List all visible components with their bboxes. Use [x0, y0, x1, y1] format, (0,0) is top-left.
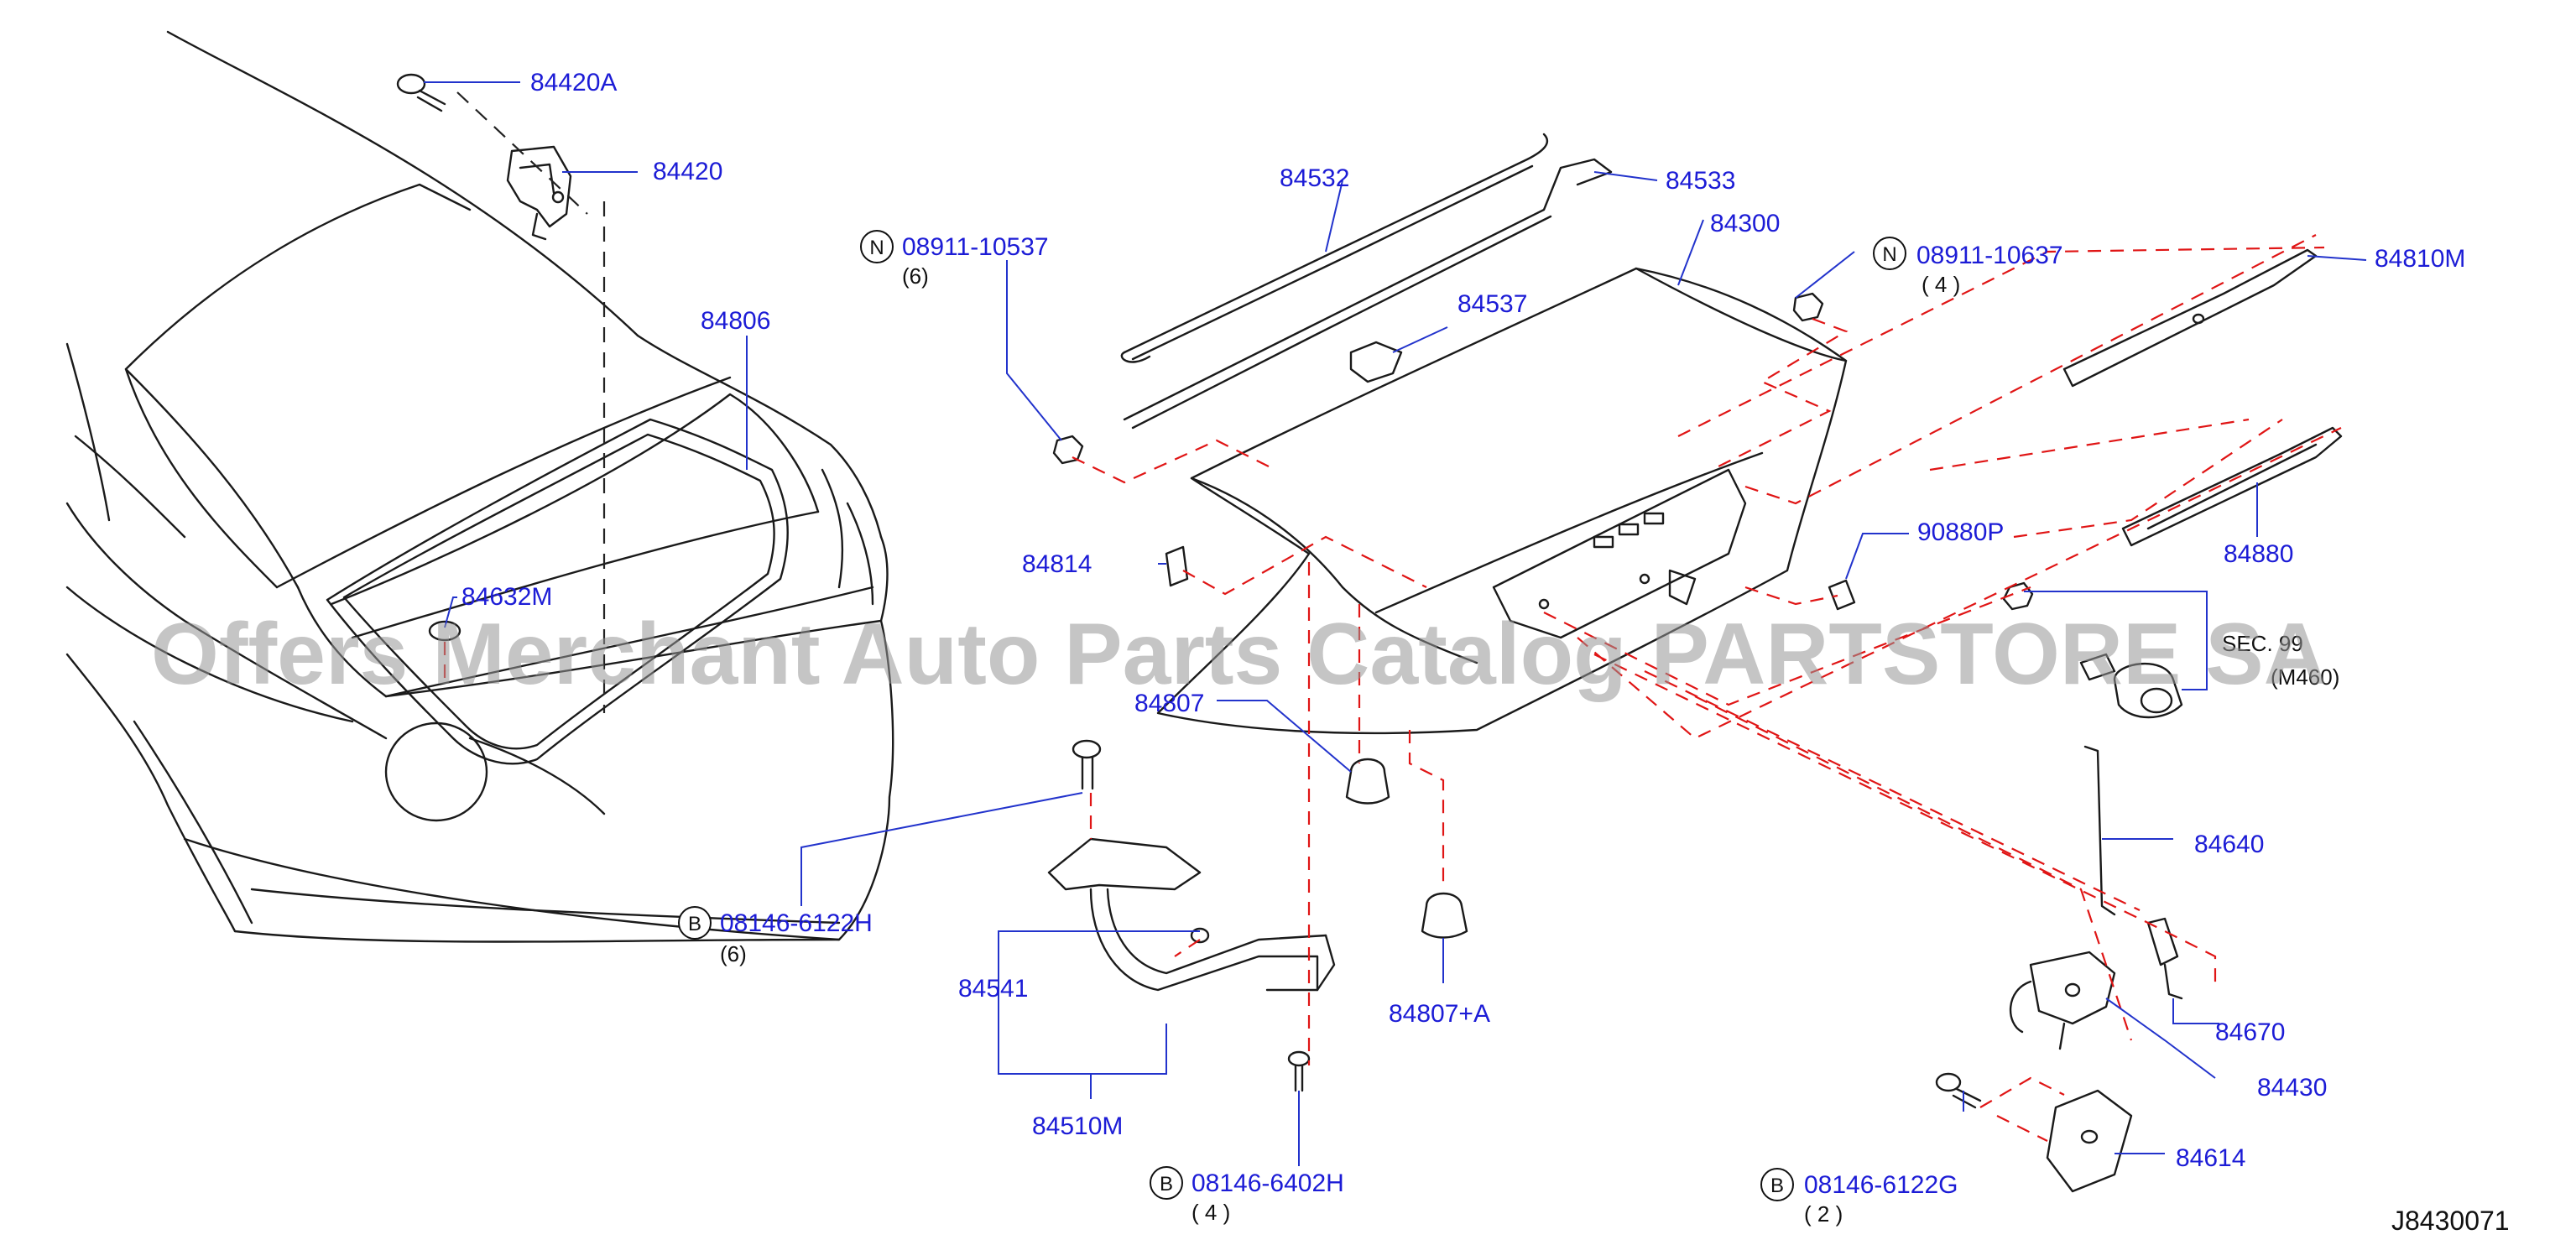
- label-84300: 84300: [1710, 210, 1780, 237]
- nut-08911-10637-drawing: [1792, 292, 1824, 322]
- leader-lines: [424, 81, 2367, 1166]
- fastener-callout-08911-10637: N 08911-10637 ( 4 ): [1873, 237, 2063, 297]
- bumper-84814-drawing: [1165, 545, 1189, 587]
- fastener-symbol-n: [1873, 237, 1906, 270]
- label-84420A: 84420A: [530, 69, 617, 96]
- label-84510M: 84510M: [1032, 1112, 1123, 1140]
- bolt-08146-6402H-drawing: [1287, 1050, 1311, 1092]
- fastener-part-number: 08146-6402H: [1192, 1169, 1344, 1197]
- fastener-symbol-b: [1150, 1166, 1183, 1200]
- fastener-callout-08146-6122G: B 08146-6122G ( 2 ): [1760, 1168, 1958, 1227]
- fastener-callout-08146-6402H: B 08146-6402H ( 4 ): [1150, 1166, 1344, 1225]
- car-rear-body-drawing: [65, 30, 894, 943]
- watermark-text: Offers Merchant Auto Parts Catalog PARTS…: [151, 606, 2327, 703]
- label-84640: 84640: [2194, 831, 2264, 858]
- torsion-bar-84532-drawing: [1120, 133, 1549, 363]
- label-84807-a: 84807+A: [1389, 1000, 1490, 1028]
- label-84814: 84814: [1022, 550, 1092, 578]
- fastener-callout-08146-6122H: B 08146-6122H (6): [678, 906, 873, 966]
- fastener-symbol-b: [678, 906, 712, 940]
- label-sec-m460: (M460): [2271, 664, 2339, 690]
- hinge-84510M-drawing: [1047, 837, 1336, 992]
- fastener-quantity: ( 4 ): [1192, 1200, 1230, 1225]
- label-84807: 84807: [1134, 690, 1204, 717]
- fastener-quantity: (6): [902, 263, 929, 289]
- hinge-84420-drawing: [506, 145, 572, 241]
- fastener-quantity: ( 2 ): [1804, 1201, 1843, 1227]
- key-cylinder-drawing: [2002, 581, 2183, 719]
- diagram-code: J8430071: [2391, 1206, 2510, 1236]
- finisher-84810M-drawing: [2062, 248, 2318, 388]
- clip-84537-drawing: [1349, 341, 1403, 383]
- fastener-callout-08911-10537: N 08911-10537 (6): [860, 230, 1049, 289]
- label-84532: 84532: [1280, 164, 1349, 192]
- fastener-part-number: 08911-10537: [902, 233, 1049, 261]
- lock-84430-drawing: [2010, 951, 2116, 1050]
- trunk-lid-84300-drawing: [1156, 267, 1848, 735]
- label-84541: 84541: [958, 975, 1028, 1003]
- bumper-84807-drawing: [1345, 758, 1390, 805]
- fastener-symbol-b: [1760, 1168, 1794, 1201]
- label-90880P-drawing: [1828, 579, 1856, 611]
- fastener-part-number: 08146-6122H: [720, 909, 873, 937]
- bolt-84420A-drawing: [396, 73, 446, 112]
- fastener-letter: N: [1882, 243, 1896, 266]
- label-84420: 84420: [653, 158, 722, 185]
- fastener-part-number: 08911-10637: [1916, 242, 2063, 269]
- bumper-84807A-drawing: [1421, 892, 1468, 939]
- label-84614: 84614: [2176, 1144, 2245, 1172]
- fastener-letter: B: [1770, 1175, 1784, 1197]
- label-90880P: 90880P: [1917, 518, 2004, 546]
- label-84537: 84537: [1457, 290, 1527, 318]
- bolt-08146-6122G-drawing: [1935, 1072, 1982, 1109]
- fastener-part-number: 08146-6122G: [1804, 1171, 1958, 1199]
- bolt-08146-6122H-drawing: [1072, 739, 1102, 790]
- label-sec-99: SEC. 99: [2222, 631, 2303, 656]
- label-84806: 84806: [701, 307, 770, 335]
- assembly-guide-lines: [443, 91, 2342, 1142]
- label-84632M: 84632M: [461, 583, 552, 611]
- label-84880: 84880: [2224, 540, 2293, 568]
- rod-84640-drawing: [2083, 745, 2116, 916]
- striker-84614-drawing: [2046, 1089, 2133, 1193]
- fastener-quantity: ( 4 ): [1922, 272, 1960, 297]
- fastener-quantity: (6): [720, 941, 747, 966]
- switch-84670-drawing: [2146, 917, 2183, 1000]
- label-84670: 84670: [2215, 1018, 2285, 1046]
- fastener-letter: B: [688, 913, 701, 935]
- finisher-84880-drawing: [2121, 426, 2343, 547]
- fastener-letter: B: [1160, 1173, 1173, 1196]
- part-labels: 84420A 84420 84806 84632M 84532 84533 84…: [461, 69, 2465, 1172]
- label-84533: 84533: [1666, 167, 1735, 195]
- fastener-symbol-n: [860, 230, 894, 263]
- torsion-bar-84533-drawing: [1123, 158, 1613, 430]
- label-84810M: 84810M: [2375, 245, 2465, 273]
- label-84430: 84430: [2257, 1074, 2327, 1102]
- fastener-letter: N: [869, 237, 884, 259]
